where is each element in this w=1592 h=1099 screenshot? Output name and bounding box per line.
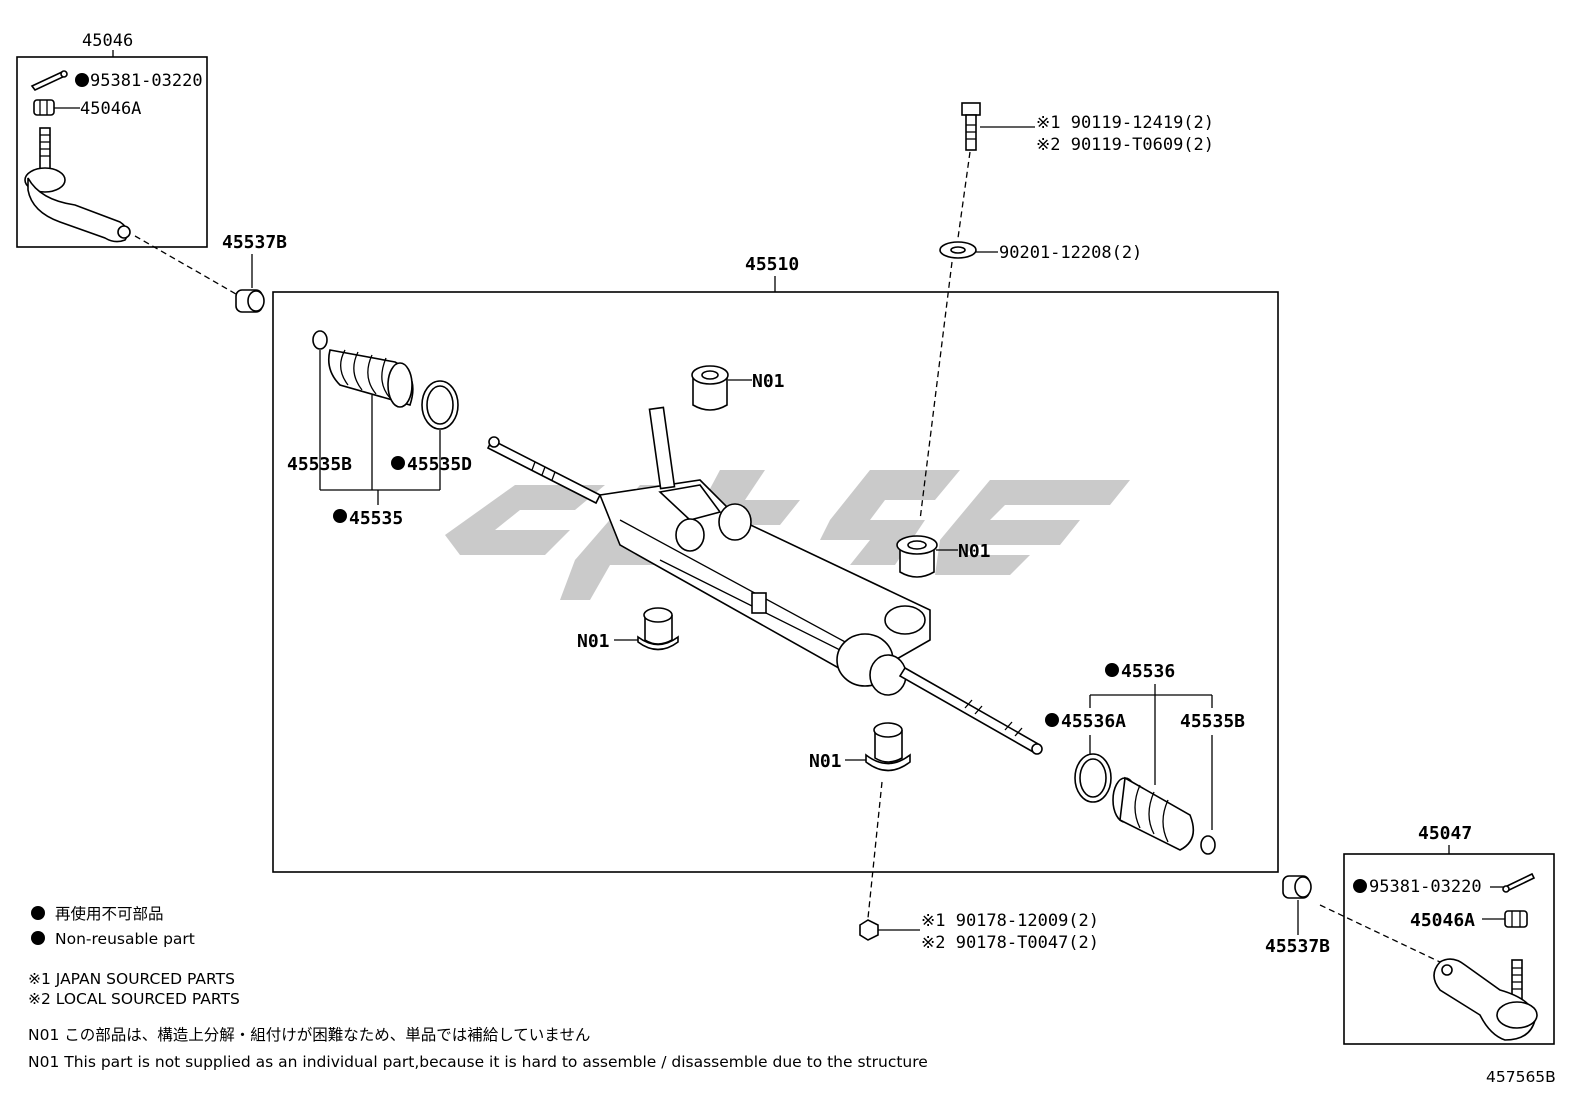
cotter-pin-icon (1502, 872, 1536, 893)
ring-icon-right (1074, 753, 1112, 803)
left-boot-ring-label: 45535D (407, 454, 472, 475)
castle-nut-icon (1504, 910, 1528, 928)
left-boot-group: 45535B 45535D 45535 (287, 330, 472, 529)
mount-bushing-icon-4 (865, 722, 911, 772)
nonreusable-dot-icon (31, 931, 45, 945)
legend-n01-note-en: N01 This part is not supplied as an indi… (28, 1053, 928, 1071)
cotter-pin-icon (30, 70, 68, 91)
mount-label-3: N01 (577, 631, 610, 652)
mount-bushing-icon-1 (691, 365, 729, 411)
figure-id: 457565B (1486, 1068, 1556, 1086)
left-boot-kit-label: 45535 (349, 508, 403, 529)
mount-bushing-icon-3 (637, 607, 679, 651)
right-boot-clamp-label: 45535B (1180, 711, 1245, 732)
nonreusable-dot-icon (1353, 879, 1367, 893)
nonreusable-dot-icon (333, 509, 347, 523)
flange-nut-icon (859, 919, 879, 941)
legend-nonreusable-jp: 再使用不可部品 (55, 905, 164, 923)
bolt-icon (961, 102, 981, 151)
main-assembly-box (272, 291, 1279, 873)
rack-boot-icon-left (327, 349, 414, 408)
left-bushing-label: 45537B (222, 232, 287, 253)
nonreusable-dot-icon (391, 456, 405, 470)
right-nut-label: 45046A (1410, 910, 1475, 931)
mount-label-1: N01 (752, 371, 785, 392)
right-boot-ring-label: 45536A (1061, 711, 1126, 732)
legend-n01-note-jp: N01 この部品は、構造上分解・組付けが困難なため、単品では補給していません (28, 1026, 590, 1044)
right-tie-rod-box (1343, 853, 1555, 1045)
bolt-label-1: ※1 90119-12419(2) (1036, 113, 1214, 133)
nut-label-1: ※1 90178-12009(2) (921, 911, 1099, 931)
left-tie-rod-box (16, 56, 208, 248)
mount-label-4: N01 (809, 751, 842, 772)
legend-nonreusable-en: Non-reusable part (55, 930, 195, 948)
boot-clamp-icon-right (1200, 835, 1216, 855)
right-box-label: 45047 (1418, 823, 1472, 844)
tie-rod-end-icon (24, 127, 131, 243)
bolt-label-2: ※2 90119-T0609(2) (1036, 135, 1214, 155)
left-boot-clamp-label: 45535B (287, 454, 352, 475)
main-assembly-label: 45510 (745, 254, 799, 275)
left-nut-label: 45046A (80, 99, 141, 119)
right-boot-kit-label: 45536 (1121, 661, 1175, 682)
right-boot-group: 45536 45536A 45535B (1045, 661, 1245, 855)
tie-rod-end-icon (1433, 958, 1538, 1041)
nonreusable-dot-icon (1105, 663, 1119, 677)
bushing-icon-right (1282, 875, 1312, 899)
washer-label: 90201-12208(2) (999, 243, 1142, 263)
legend-local-sourced: ※2 LOCAL SOURCED PARTS (28, 990, 240, 1008)
mount-bushing-icon-2 (896, 535, 938, 578)
nonreusable-dot-icon (1045, 713, 1059, 727)
rack-boot-icon-right (1112, 776, 1195, 851)
right-bushing-label: 45537B (1265, 936, 1330, 957)
nonreusable-dot-icon (31, 906, 45, 920)
nut-label-2: ※2 90178-T0047(2) (921, 933, 1099, 953)
left-cotter-pin-label: 95381-03220 (90, 71, 203, 91)
left-box-label: 45046 (82, 31, 133, 51)
nonreusable-dot-icon (75, 73, 89, 87)
steering-rack-icon (486, 406, 1043, 755)
left-tie-rod-end-group: 45046 95381-03220 45046A (16, 31, 208, 248)
bushing-icon-left (235, 289, 265, 313)
ring-icon-left (421, 380, 459, 430)
right-cotter-pin-label: 95381-03220 (1369, 877, 1482, 897)
mount-label-2: N01 (958, 541, 991, 562)
washer-icon (939, 241, 977, 259)
castle-nut-icon (33, 99, 55, 116)
boot-clamp-icon-left (312, 330, 328, 350)
legend-japan-sourced: ※1 JAPAN SOURCED PARTS (28, 970, 235, 988)
